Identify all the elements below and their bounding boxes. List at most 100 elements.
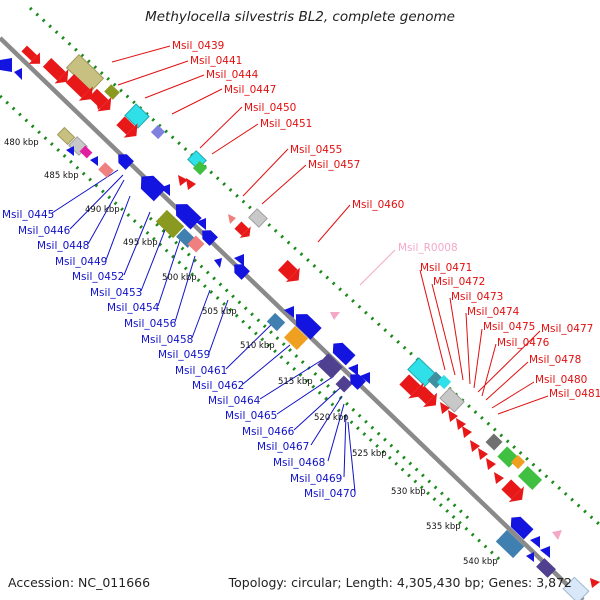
gene-arrow: [330, 312, 340, 320]
kbp-tick-label: 540 kbp: [463, 557, 498, 567]
gene-label-msil-0474[interactable]: Msil_0474: [467, 306, 520, 318]
connector-msil-0447: [171, 88, 223, 115]
gene-label-msil-0475[interactable]: Msil_0475: [483, 321, 535, 333]
gene-feature: [415, 385, 435, 405]
kbp-tick-label: 515 kbp: [278, 377, 313, 387]
gene-arrow: [540, 546, 550, 558]
gene-feature: [517, 466, 543, 490]
gene-label-msil-0439[interactable]: Msil_0439: [172, 40, 224, 52]
gene-arrow: [178, 175, 188, 186]
gene-label-msil-0478[interactable]: Msil_0478: [529, 354, 581, 366]
gene-feature: [335, 375, 353, 393]
gene-feature: [399, 374, 421, 396]
gene-feature: [266, 312, 286, 332]
gene-label-msil-0447[interactable]: Msil_0447: [224, 84, 276, 96]
connector-msil-0471: [419, 269, 446, 371]
gene-label-msil-0472[interactable]: Msil_0472: [433, 276, 485, 288]
connector-msil-0451: [211, 123, 259, 155]
gene-label-msil-0441[interactable]: Msil_0441: [190, 55, 242, 67]
gene-label-msil-0466[interactable]: Msil_0466: [242, 426, 295, 438]
gene-label-msil-0464[interactable]: Msil_0464: [208, 395, 261, 407]
gene-arrow: [552, 530, 562, 540]
connector-msil-0460: [317, 204, 351, 243]
connector-msil-0458: [191, 289, 211, 339]
gene-label-msil-0448[interactable]: Msil_0448: [37, 240, 89, 252]
gene-label-msil-0481[interactable]: Msil_0481: [549, 388, 600, 400]
gene-feature: [65, 73, 90, 98]
gene-arrow: [14, 68, 22, 80]
gene-label-msil-0458[interactable]: Msil_0458: [141, 334, 193, 346]
connector-msil-0475: [473, 328, 483, 389]
gene-label-msil-0469[interactable]: Msil_0469: [290, 473, 342, 485]
gene-arrow: [494, 472, 504, 484]
gene-arrow: [530, 536, 540, 548]
gene-label-msil-0467[interactable]: Msil_0467: [257, 441, 309, 453]
kbp-ticks: 480 kbp 485 kbp 490 kbp 495 kbp 500 kbp …: [4, 138, 498, 567]
gene-label-msil-0453[interactable]: Msil_0453: [90, 287, 142, 299]
gene-label-msil-0465[interactable]: Msil_0465: [225, 410, 277, 422]
kbp-tick-label: 525 kbp: [352, 449, 387, 459]
gene-label-msil-0462[interactable]: Msil_0462: [192, 380, 244, 392]
gene-arrow: [456, 418, 466, 430]
gene-label-msil-0451[interactable]: Msil_0451: [260, 118, 312, 130]
connector-msil-0470: [347, 421, 356, 493]
connector-msil-0449: [105, 195, 131, 261]
gene-feature: [124, 103, 150, 129]
gene-feature: [248, 208, 268, 228]
gene-label-msil-0473[interactable]: Msil_0473: [451, 291, 503, 303]
gene-arrow: [350, 374, 366, 390]
gene-label-msil-0449[interactable]: Msil_0449: [55, 256, 107, 268]
connector-msil-0478: [485, 361, 529, 401]
gene-label-msil-0460[interactable]: Msil_0460: [352, 199, 404, 211]
connector-msil-0461: [225, 319, 277, 370]
gene-label-msil-0459[interactable]: Msil_0459: [158, 349, 210, 361]
gene-feature: [42, 58, 66, 81]
gene-arrow: [348, 364, 358, 376]
gene-label-msil-0456[interactable]: Msil_0456: [124, 318, 177, 330]
gene-feature: [495, 529, 525, 559]
gene-arrow: [440, 402, 450, 414]
gene-feature: [510, 454, 526, 470]
gene-label-msil-0480[interactable]: Msil_0480: [535, 374, 587, 386]
kbp-tick-label: 485 kbp: [44, 171, 79, 181]
gene-label-msil-0446[interactable]: Msil_0446: [18, 225, 71, 237]
gene-label-msil-0445[interactable]: Msil_0445: [2, 209, 54, 221]
connector-msil-0446: [69, 174, 124, 230]
gene-arrow: [54, 69, 69, 84]
gene-arrow: [510, 516, 534, 540]
gene-label-msil-0444[interactable]: Msil_0444: [206, 69, 259, 81]
gene-feature: [283, 325, 309, 351]
connector-msil-0469: [343, 413, 347, 478]
kbp-tick-label: 535 kbp: [426, 522, 461, 532]
gene-label-msil-0454[interactable]: Msil_0454: [107, 302, 160, 314]
gene-arrow: [123, 123, 138, 138]
kbp-tick-label: 500 kbp: [162, 273, 197, 283]
gene-label-msil-0468[interactable]: Msil_0468: [273, 457, 325, 469]
gene-feature: [104, 84, 120, 100]
gene-arrow: [360, 372, 370, 384]
gene-arrow: [526, 552, 534, 562]
gene-label-msil-0452[interactable]: Msil_0452: [72, 271, 124, 283]
gene-label-msil-0455[interactable]: Msil_0455: [290, 144, 342, 156]
connector-msil-0456: [174, 255, 196, 323]
forward-gene-features: [21, 45, 600, 588]
gene-label-msil-0470[interactable]: Msil_0470: [304, 488, 356, 500]
gene-label-msil-0457[interactable]: Msil_0457: [308, 159, 360, 171]
connector-msil-0459: [208, 299, 229, 354]
gene-arrow: [214, 258, 222, 268]
gene-label-msil-0476[interactable]: Msil_0476: [497, 337, 550, 349]
gene-arrow: [96, 100, 104, 110]
gene-feature: [116, 116, 135, 135]
gene-arrow: [239, 226, 251, 238]
gene-label-msil-0461[interactable]: Msil_0461: [175, 365, 227, 377]
gene-label-msil-0477[interactable]: Msil_0477: [541, 323, 593, 335]
reverse-connector-lines: [51, 169, 356, 493]
kbp-tick-label: 505 kbp: [202, 307, 237, 317]
gene-label-msil-r0008[interactable]: Msil_R0008: [398, 242, 458, 254]
gene-label-msil-0450[interactable]: Msil_0450: [244, 102, 296, 114]
gene-arrow: [284, 306, 294, 318]
gene-label-msil-0471[interactable]: Msil_0471: [420, 262, 472, 274]
gene-feature: [234, 221, 249, 236]
gene-feature: [436, 374, 452, 390]
